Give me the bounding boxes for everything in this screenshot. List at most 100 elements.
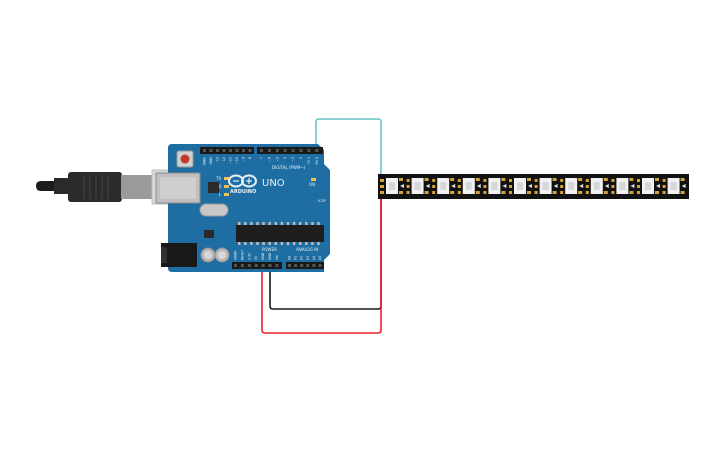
- power-pin-reset[interactable]: [240, 264, 244, 267]
- chip-pin: [244, 242, 247, 245]
- digital-pin-tx1[interactable]: [307, 149, 311, 152]
- led-pad: [483, 191, 487, 194]
- led-pixel-die: [440, 182, 447, 190]
- power-pin-gnd[interactable]: [261, 264, 265, 267]
- digital-pin-11[interactable]: [229, 149, 232, 152]
- led-pixel[interactable]: [637, 178, 660, 194]
- led-pad: [534, 191, 538, 194]
- digital-pin-rx0[interactable]: [315, 149, 319, 152]
- chip-pin: [262, 242, 265, 245]
- led-pad: [509, 179, 512, 182]
- capacitors: [200, 247, 230, 263]
- digital-pin-5[interactable]: [275, 149, 279, 152]
- power-pin-5v[interactable]: [254, 264, 258, 267]
- led-pixel[interactable]: [509, 178, 532, 194]
- power-pin-vin[interactable]: [275, 264, 279, 267]
- led-pixel[interactable]: [457, 178, 481, 194]
- led-pad: [578, 178, 583, 181]
- digital-pin-9[interactable]: [242, 149, 245, 152]
- led-pixel[interactable]: [381, 178, 404, 194]
- led-pad: [560, 185, 564, 188]
- led-pixel[interactable]: [611, 178, 635, 194]
- chip-pin: [274, 222, 277, 225]
- led-pad: [680, 178, 685, 181]
- analog-pin-a1[interactable]: [294, 264, 298, 267]
- digital-pin-8[interactable]: [248, 149, 252, 152]
- led-pad: [637, 179, 640, 182]
- usb-cable[interactable]: [36, 169, 171, 205]
- direction-arrow-icon: [451, 184, 456, 188]
- chip-pin: [286, 242, 290, 245]
- digital-pin-13[interactable]: [216, 149, 219, 152]
- board-usb-jack-inner: [160, 177, 196, 199]
- analog-pin-a2[interactable]: [300, 264, 304, 267]
- chip-pin: [299, 222, 302, 225]
- led-pixel[interactable]: [406, 178, 430, 194]
- led-pad: [450, 191, 455, 194]
- digital-pin-3[interactable]: [291, 149, 295, 152]
- digital-pin-label: 13: [216, 157, 220, 161]
- analog-pin-a4[interactable]: [312, 264, 316, 267]
- led-pad: [509, 191, 512, 194]
- arduino-board[interactable]: TX RX L ON ARDUINO UNO: [155, 144, 330, 272]
- digital-pin-aref[interactable]: [203, 149, 206, 152]
- direction-arrow-icon: [630, 184, 635, 188]
- led-pad: [527, 191, 531, 194]
- power-header[interactable]: [232, 262, 324, 269]
- power-pin-ioref[interactable]: [234, 264, 237, 267]
- digital-pin-label: AREF: [203, 157, 207, 165]
- digital-pin-6[interactable]: [267, 149, 271, 152]
- voltage-regulator: [204, 230, 214, 238]
- led-pad: [424, 191, 429, 194]
- digital-pin-4[interactable]: [283, 149, 287, 152]
- power-pin-label: 3.3V: [247, 252, 251, 260]
- digital-pin-2[interactable]: [299, 149, 303, 152]
- led-pixel[interactable]: [432, 178, 456, 194]
- power-pin-label: GND: [261, 252, 265, 260]
- led-pixel[interactable]: [534, 178, 558, 194]
- digital-pin-label: ~5: [275, 157, 279, 162]
- led-pad: [560, 191, 564, 194]
- led-strip[interactable]: [378, 174, 689, 199]
- led-pad: [501, 178, 506, 181]
- analog-pin-a0[interactable]: [288, 264, 291, 267]
- led-pad: [381, 191, 384, 194]
- direction-arrow-icon: [604, 184, 609, 188]
- digital-pin-label: ~3: [291, 157, 295, 162]
- led-pad: [406, 179, 410, 182]
- led-pad: [432, 191, 436, 194]
- led-pad: [552, 191, 557, 194]
- led-pad: [637, 191, 640, 194]
- digital-header[interactable]: [200, 147, 323, 154]
- led-pad: [399, 178, 403, 181]
- led-pixel[interactable]: [483, 178, 507, 194]
- power-pin-gnd[interactable]: [268, 264, 272, 267]
- led-pixel[interactable]: [560, 178, 584, 194]
- led-pixel-die: [465, 182, 472, 190]
- led-pad: [578, 191, 583, 194]
- digital-pin-7[interactable]: [260, 149, 263, 152]
- analog-pin-a5[interactable]: [318, 264, 322, 267]
- analog-pin-label: A4: [312, 256, 316, 260]
- chip-pin: [286, 222, 290, 225]
- reset-button-cap: [180, 154, 190, 164]
- chip-pin: [244, 222, 247, 225]
- analog-pin-a3[interactable]: [306, 264, 310, 267]
- digital-pin-label: 8: [248, 157, 252, 159]
- power-wire[interactable]: [261, 198, 382, 334]
- analog-header-label: ANALOG IN: [296, 247, 318, 252]
- data-wire[interactable]: [315, 118, 382, 178]
- led-pixel[interactable]: [662, 178, 686, 194]
- digital-pin-10[interactable]: [235, 149, 239, 152]
- power-pin-33v[interactable]: [247, 264, 251, 267]
- digital-pin-gnd[interactable]: [209, 149, 213, 152]
- led-pixel-die: [491, 182, 498, 190]
- led-pad: [457, 179, 461, 182]
- digital-pin-12[interactable]: [222, 149, 226, 152]
- digital-pin-label: GND: [209, 156, 213, 164]
- led-pad: [611, 185, 615, 188]
- brand-label: ARDUINO: [230, 189, 256, 195]
- led-pixel[interactable]: [585, 178, 609, 194]
